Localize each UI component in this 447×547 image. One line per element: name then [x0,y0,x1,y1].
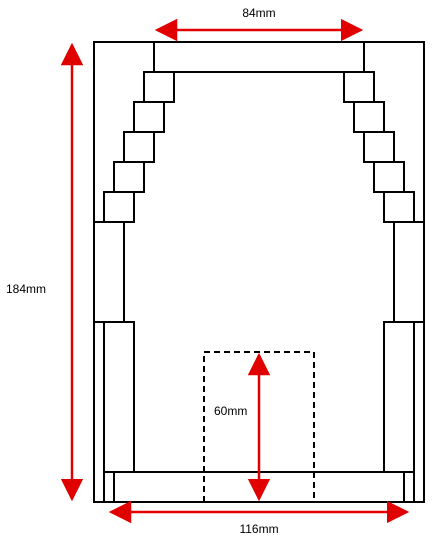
left-lower-inner-panel [103,321,135,473]
left-step-block-3 [123,131,155,163]
left-upper-panel [93,221,125,323]
left-step-block-4 [113,161,145,193]
bottom-width-label: 116mm [239,522,278,536]
right-step-block-3 [363,131,395,163]
left-step-block-1 [143,71,175,103]
left-step-blocks [103,71,175,223]
right-upper-panel [393,221,425,323]
right-step-block-5 [383,191,415,223]
right-step-blocks [343,71,415,223]
top-lintel [153,41,365,73]
total-height-label: 184mm [6,282,46,296]
right-lower-inner-panel [383,321,415,473]
right-step-block-4 [373,161,405,193]
left-step-block-5 [103,191,135,223]
inner-height-label: 60mm [214,404,247,418]
top-width-label: 84mm [242,6,275,20]
right-lower-outer-panel [413,321,425,503]
left-lower-outer-panel [93,321,105,503]
left-step-block-2 [133,101,165,133]
right-step-block-2 [353,101,385,133]
right-step-block-1 [343,71,375,103]
